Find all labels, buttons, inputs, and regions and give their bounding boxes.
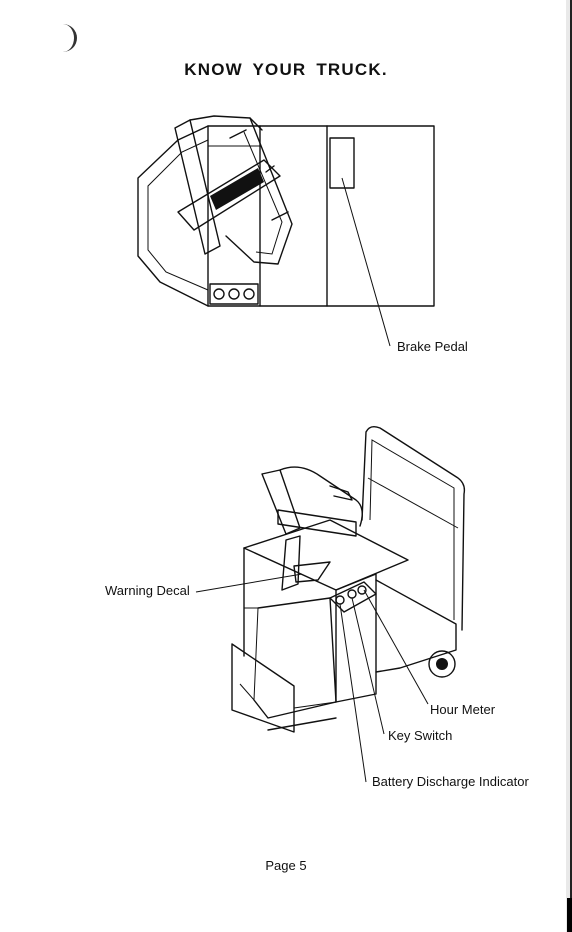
- rear-wheel-hub: [436, 658, 448, 670]
- tiller-knob-3d: [329, 485, 353, 501]
- bolt-1: [229, 129, 247, 139]
- gauge-1: [213, 288, 225, 300]
- warning-decal-label: Warning Decal: [105, 583, 190, 598]
- battery-discharge-indicator-label: Battery Discharge Indicator: [372, 774, 529, 789]
- battery-indicator-leader: [339, 603, 367, 783]
- backrest-frame: [361, 425, 466, 631]
- bolt-2: [271, 211, 289, 221]
- hour-meter-leader: [363, 589, 429, 705]
- key-switch-dial: [347, 589, 357, 599]
- right-compartment: [335, 573, 377, 703]
- tiller-grip: [210, 168, 264, 210]
- warning-decal-shape: [293, 561, 331, 583]
- tiller-knob: [265, 165, 275, 173]
- front-chassis: [137, 125, 209, 307]
- key-switch-leader: [351, 597, 385, 735]
- front-panel: [253, 597, 337, 719]
- brake-pedal-label: Brake Pedal: [397, 339, 468, 354]
- front-bumper: [231, 643, 295, 733]
- page-number: Page 5: [265, 858, 307, 873]
- gauge-3: [243, 288, 255, 300]
- key-switch-label: Key Switch: [388, 728, 453, 743]
- bumper-edge: [293, 701, 337, 709]
- front-bevel: [239, 607, 259, 702]
- scan-right-edge: [570, 0, 572, 932]
- rear-wheel: [428, 650, 456, 678]
- backrest-bar: [367, 477, 459, 529]
- tiller-arm: [174, 119, 221, 255]
- battery-indicator-dial: [357, 585, 367, 595]
- tiller-loop-inner: [243, 131, 283, 255]
- scan-edge-mark: [567, 898, 572, 932]
- tiller-arm-back: [189, 115, 263, 131]
- warning-decal-leader: [195, 573, 303, 593]
- truck-body-outline: [207, 125, 435, 307]
- scan-corner-mark: [56, 24, 77, 52]
- control-panel: [329, 581, 377, 613]
- tiller-crossbar: [177, 159, 281, 231]
- tiller-loop: [225, 117, 293, 265]
- hour-meter-label: Hour Meter: [430, 702, 496, 717]
- page-title: KNOW YOUR TRUCK.: [184, 60, 388, 79]
- body-deck: [243, 519, 409, 591]
- bumper-bottom: [267, 717, 337, 731]
- brake-pedal-leader: [341, 177, 391, 347]
- rear-platform: [375, 579, 457, 673]
- brake-pedal-shape: [329, 137, 355, 189]
- hour-meter-dial: [335, 595, 345, 605]
- gauge-2: [228, 288, 240, 300]
- front-chassis-inner: [147, 139, 209, 291]
- tiller-crossbar-3d: [277, 509, 357, 537]
- tiller-column: [281, 535, 301, 591]
- gauge-panel: [209, 283, 259, 305]
